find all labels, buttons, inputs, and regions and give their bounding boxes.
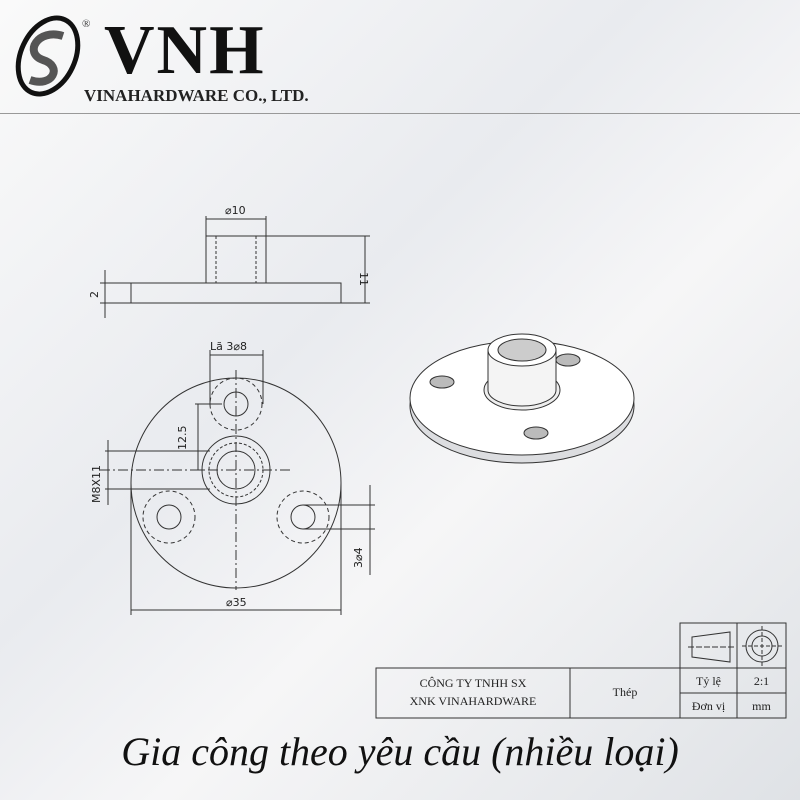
title-block: [375, 622, 787, 719]
top-view: Lã 3⌀8 12.5 M8X11 3⌀4 ⌀35: [90, 340, 375, 615]
title-scale-value: 2:1: [753, 674, 770, 688]
title-material: Thép: [612, 685, 638, 699]
title-scale-label: Tỷ lệ: [696, 674, 721, 688]
logo: ® VNH VINAHARDWARE CO., LTD.: [8, 8, 328, 105]
title-company-line2: XNK VINAHARDWARE: [409, 694, 537, 708]
side-view: ⌀10 11 2: [88, 204, 370, 318]
footer-caption: Gia công theo yêu cầu (nhiều loại): [121, 729, 679, 774]
isometric-view: [409, 333, 635, 464]
dim-hole-offset: 12.5: [176, 426, 189, 451]
dim-holes: Lã 3⌀8: [210, 340, 247, 353]
title-unit-value: mm: [752, 699, 771, 713]
logo-company: VINAHARDWARE CO., LTD.: [84, 86, 309, 105]
dim-thread: M8X11: [90, 465, 103, 503]
divider: [0, 113, 800, 114]
dim-boss-diameter: ⌀10: [225, 204, 246, 217]
logo-swirl-icon: [15, 15, 81, 97]
dim-plate-thickness: 2: [88, 291, 101, 298]
dim-height: 11: [357, 272, 370, 286]
dim-hole-diameter: 3⌀4: [352, 547, 365, 568]
title-company-line1: CÔNG TY TNHH SX: [419, 676, 527, 690]
title-unit-label: Đơn vị: [691, 699, 726, 713]
registered-mark: ®: [82, 18, 91, 30]
logo-brand: VNH: [104, 12, 266, 89]
dim-plate-diameter: ⌀35: [226, 596, 247, 609]
